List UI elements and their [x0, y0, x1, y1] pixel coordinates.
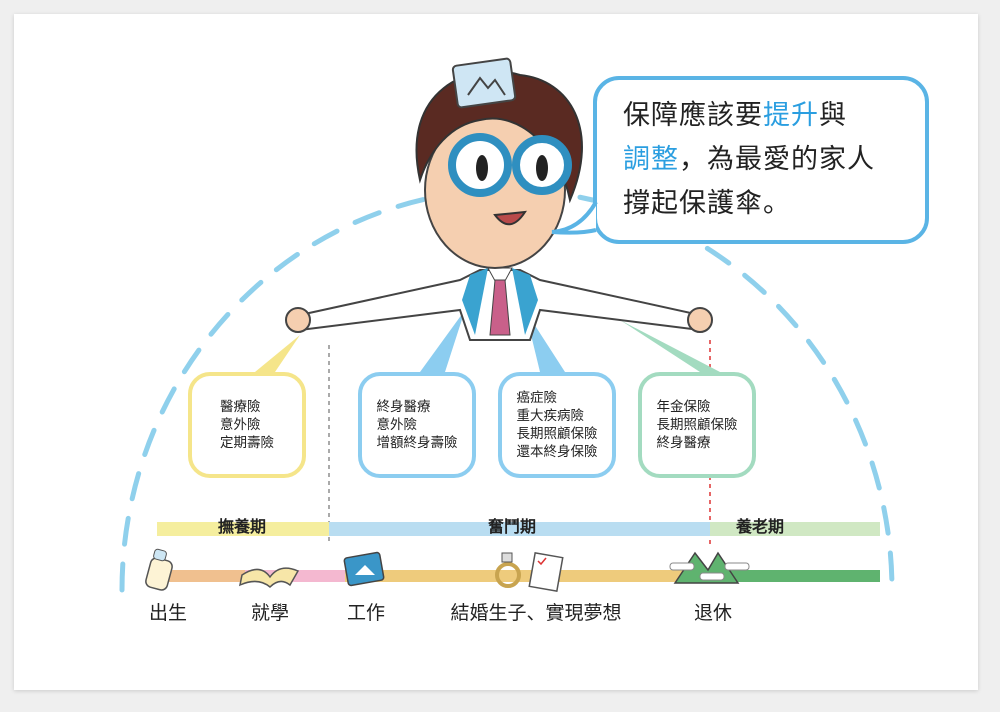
insurance-item: 醫療險	[220, 399, 261, 415]
insurance-item: 意外險	[220, 417, 261, 433]
insurance-box-struggle-1: 終身醫療意外險增額終身壽險	[358, 372, 476, 478]
speech-highlight: 提升	[763, 100, 819, 131]
life-bar-work	[345, 570, 700, 582]
insurance-item: 長期照顧保險	[656, 417, 738, 433]
mountain-icon	[669, 551, 750, 584]
insurance-item: 還本終身保險	[516, 444, 598, 460]
insurance-item: 終身醫療	[376, 399, 431, 415]
insurance-box-retirement: 年金保險長期照顧保險終身醫療	[638, 372, 756, 478]
insurance-item: 終身醫療	[656, 435, 711, 451]
speech-text: ，為最愛的家人	[679, 144, 875, 175]
phase-bar-struggle	[329, 522, 710, 536]
life-stage-label: 結婚生子、實現夢想	[450, 602, 622, 624]
speech-highlight: 調整	[623, 144, 679, 175]
life-stage-label: 就學	[250, 602, 290, 624]
speech-text: 撐起保護傘。	[623, 188, 791, 219]
doctor-character	[285, 57, 713, 341]
speech-text: 與	[819, 100, 847, 131]
insurance-box-raising: 醫療險意外險定期壽險	[188, 372, 306, 478]
insurance-item: 增額終身壽險	[376, 435, 458, 451]
insurance-item: 定期壽險	[220, 435, 274, 451]
insurance-item: 癌症險	[516, 390, 558, 406]
life-stage-label: 退休	[693, 602, 733, 624]
phase-bar-raising	[157, 522, 329, 536]
life-bar-retire	[700, 570, 880, 582]
insurance-box-struggle-2: 癌症險重大疾病險長期照顧保險還本終身保險	[498, 372, 616, 478]
life-icons	[145, 548, 750, 593]
life-stage-label: 出生	[148, 602, 188, 624]
phase-bar-retirement	[710, 522, 880, 536]
checklist-icon	[528, 551, 564, 593]
bubble-tail	[551, 200, 598, 235]
ring-icon	[495, 552, 521, 588]
insurance-item: 年金保險	[656, 399, 711, 415]
book-icon	[238, 567, 300, 589]
insurance-item: 長期照顧保險	[516, 426, 598, 442]
phase-label: 養老期	[735, 517, 785, 536]
speech-text: 保障應該要	[623, 100, 763, 131]
speech-bubble: 保障應該要提升與 調整，為最愛的家人 撐起保護傘。	[593, 76, 929, 244]
briefcase-icon	[343, 551, 385, 587]
phase-label: 奮鬥期	[487, 517, 537, 536]
baby-bottle-icon	[145, 548, 173, 591]
life-stage-label: 工作	[346, 602, 386, 624]
insurance-item: 意外險	[376, 417, 418, 433]
life-bar-birth	[160, 570, 245, 582]
insurance-item: 重大疾病險	[516, 408, 585, 424]
phase-label: 撫養期	[217, 517, 267, 536]
